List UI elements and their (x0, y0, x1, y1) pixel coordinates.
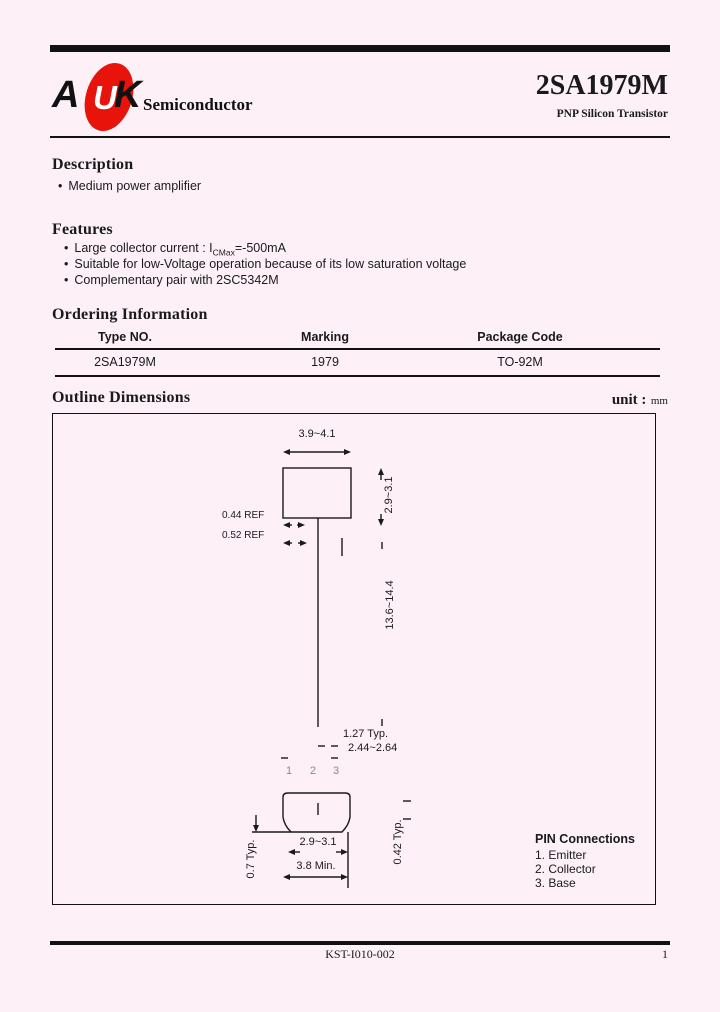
dim-span: 2.44~2.64 (348, 742, 398, 754)
column-header-type-no: Type NO. (98, 330, 152, 344)
body-front-view (282, 792, 351, 833)
document-code: KST-I010-002 (325, 947, 395, 961)
page-number: 1 (662, 947, 668, 961)
feature2-text: Suitable for low-Voltage operation becau… (74, 257, 467, 271)
dim-body-height: 2.9~3.1 (383, 476, 395, 514)
ordering-heading: Ordering Information (52, 306, 208, 323)
header-rule (50, 136, 670, 138)
dim-pitch: 1.27 Typ. (343, 728, 389, 740)
cell-marking: 1979 (311, 355, 339, 369)
column-header-package-code: Package Code (477, 330, 563, 344)
pin-number-2: 2 (309, 765, 317, 777)
pin-connections-heading: PIN Connections (535, 832, 636, 846)
outline-drawing-frame (52, 413, 656, 905)
dim-body-width: 3.9~4.1 (298, 428, 336, 440)
cell-package-code: TO-92M (497, 355, 543, 369)
feature-item-low-voltage: Suitable for low-Voltage operation becau… (64, 257, 466, 271)
pin-connection-emitter: 1. Emitter (535, 848, 587, 862)
unit-label: unit : mm (612, 391, 668, 409)
pin-connection-base: 3. Base (535, 876, 576, 890)
package-drawing (252, 449, 411, 888)
pin-connections: PIN Connections 1. Emitter 2. Collector … (535, 832, 635, 890)
outline-heading: Outline Dimensions (52, 389, 191, 406)
brand-name: Semiconductor (143, 95, 253, 114)
feature1-suffix: =-500mA (234, 241, 286, 255)
feature3-text: Complementary pair with 2SC5342M (74, 273, 279, 287)
logo-letter-k: K (114, 74, 142, 116)
top-black-bar (50, 45, 670, 52)
dim-lead-ref2: 0.52 REF (222, 530, 265, 541)
device-type-subtitle: PNP Silicon Transistor (556, 108, 668, 120)
feature-item-complementary: Complementary pair with 2SC5342M (64, 273, 279, 287)
dim-standoff: 0.7 Typ. (245, 839, 257, 879)
logo-letter-a: A (52, 74, 80, 116)
dim-lead-width: 0.42 Typ. (392, 819, 404, 865)
dim-lead-ref1: 0.44 REF (222, 510, 265, 521)
dim-front-width: 2.9~3.1 (299, 836, 337, 848)
footer-rule (50, 941, 670, 945)
unit-value: mm (650, 395, 668, 407)
part-number-title: 2SA1979M (535, 70, 668, 101)
table-rule-bottom (55, 375, 660, 377)
description-item: Medium power amplifier (58, 179, 201, 193)
column-header-marking: Marking (301, 330, 349, 344)
table-rule-top (55, 348, 660, 350)
feature1-prefix: Large collector current : I (74, 241, 213, 255)
pin-connection-collector: 2. Collector (535, 862, 596, 876)
cell-type-no: 2SA1979M (94, 355, 156, 369)
body-side-view (282, 467, 352, 519)
dimension-arrowheads (253, 449, 384, 880)
description-heading: Description (52, 156, 134, 173)
unit-prefix: unit : (611, 392, 647, 408)
pin-number-3: 3 (332, 765, 340, 777)
logo-letter-u: U (93, 79, 117, 116)
dim-front-base: 3.8 Min. (296, 860, 336, 872)
features-heading: Features (52, 221, 113, 238)
description-item-text: Medium power amplifier (68, 179, 202, 193)
feature-item-collector-current: Large collector current : ICMax=-500mA (64, 241, 286, 258)
dim-lead-length: 13.6~14.4 (384, 580, 396, 630)
pin-number-1: 1 (285, 765, 293, 777)
feature1-subscript: CMax (212, 247, 235, 258)
